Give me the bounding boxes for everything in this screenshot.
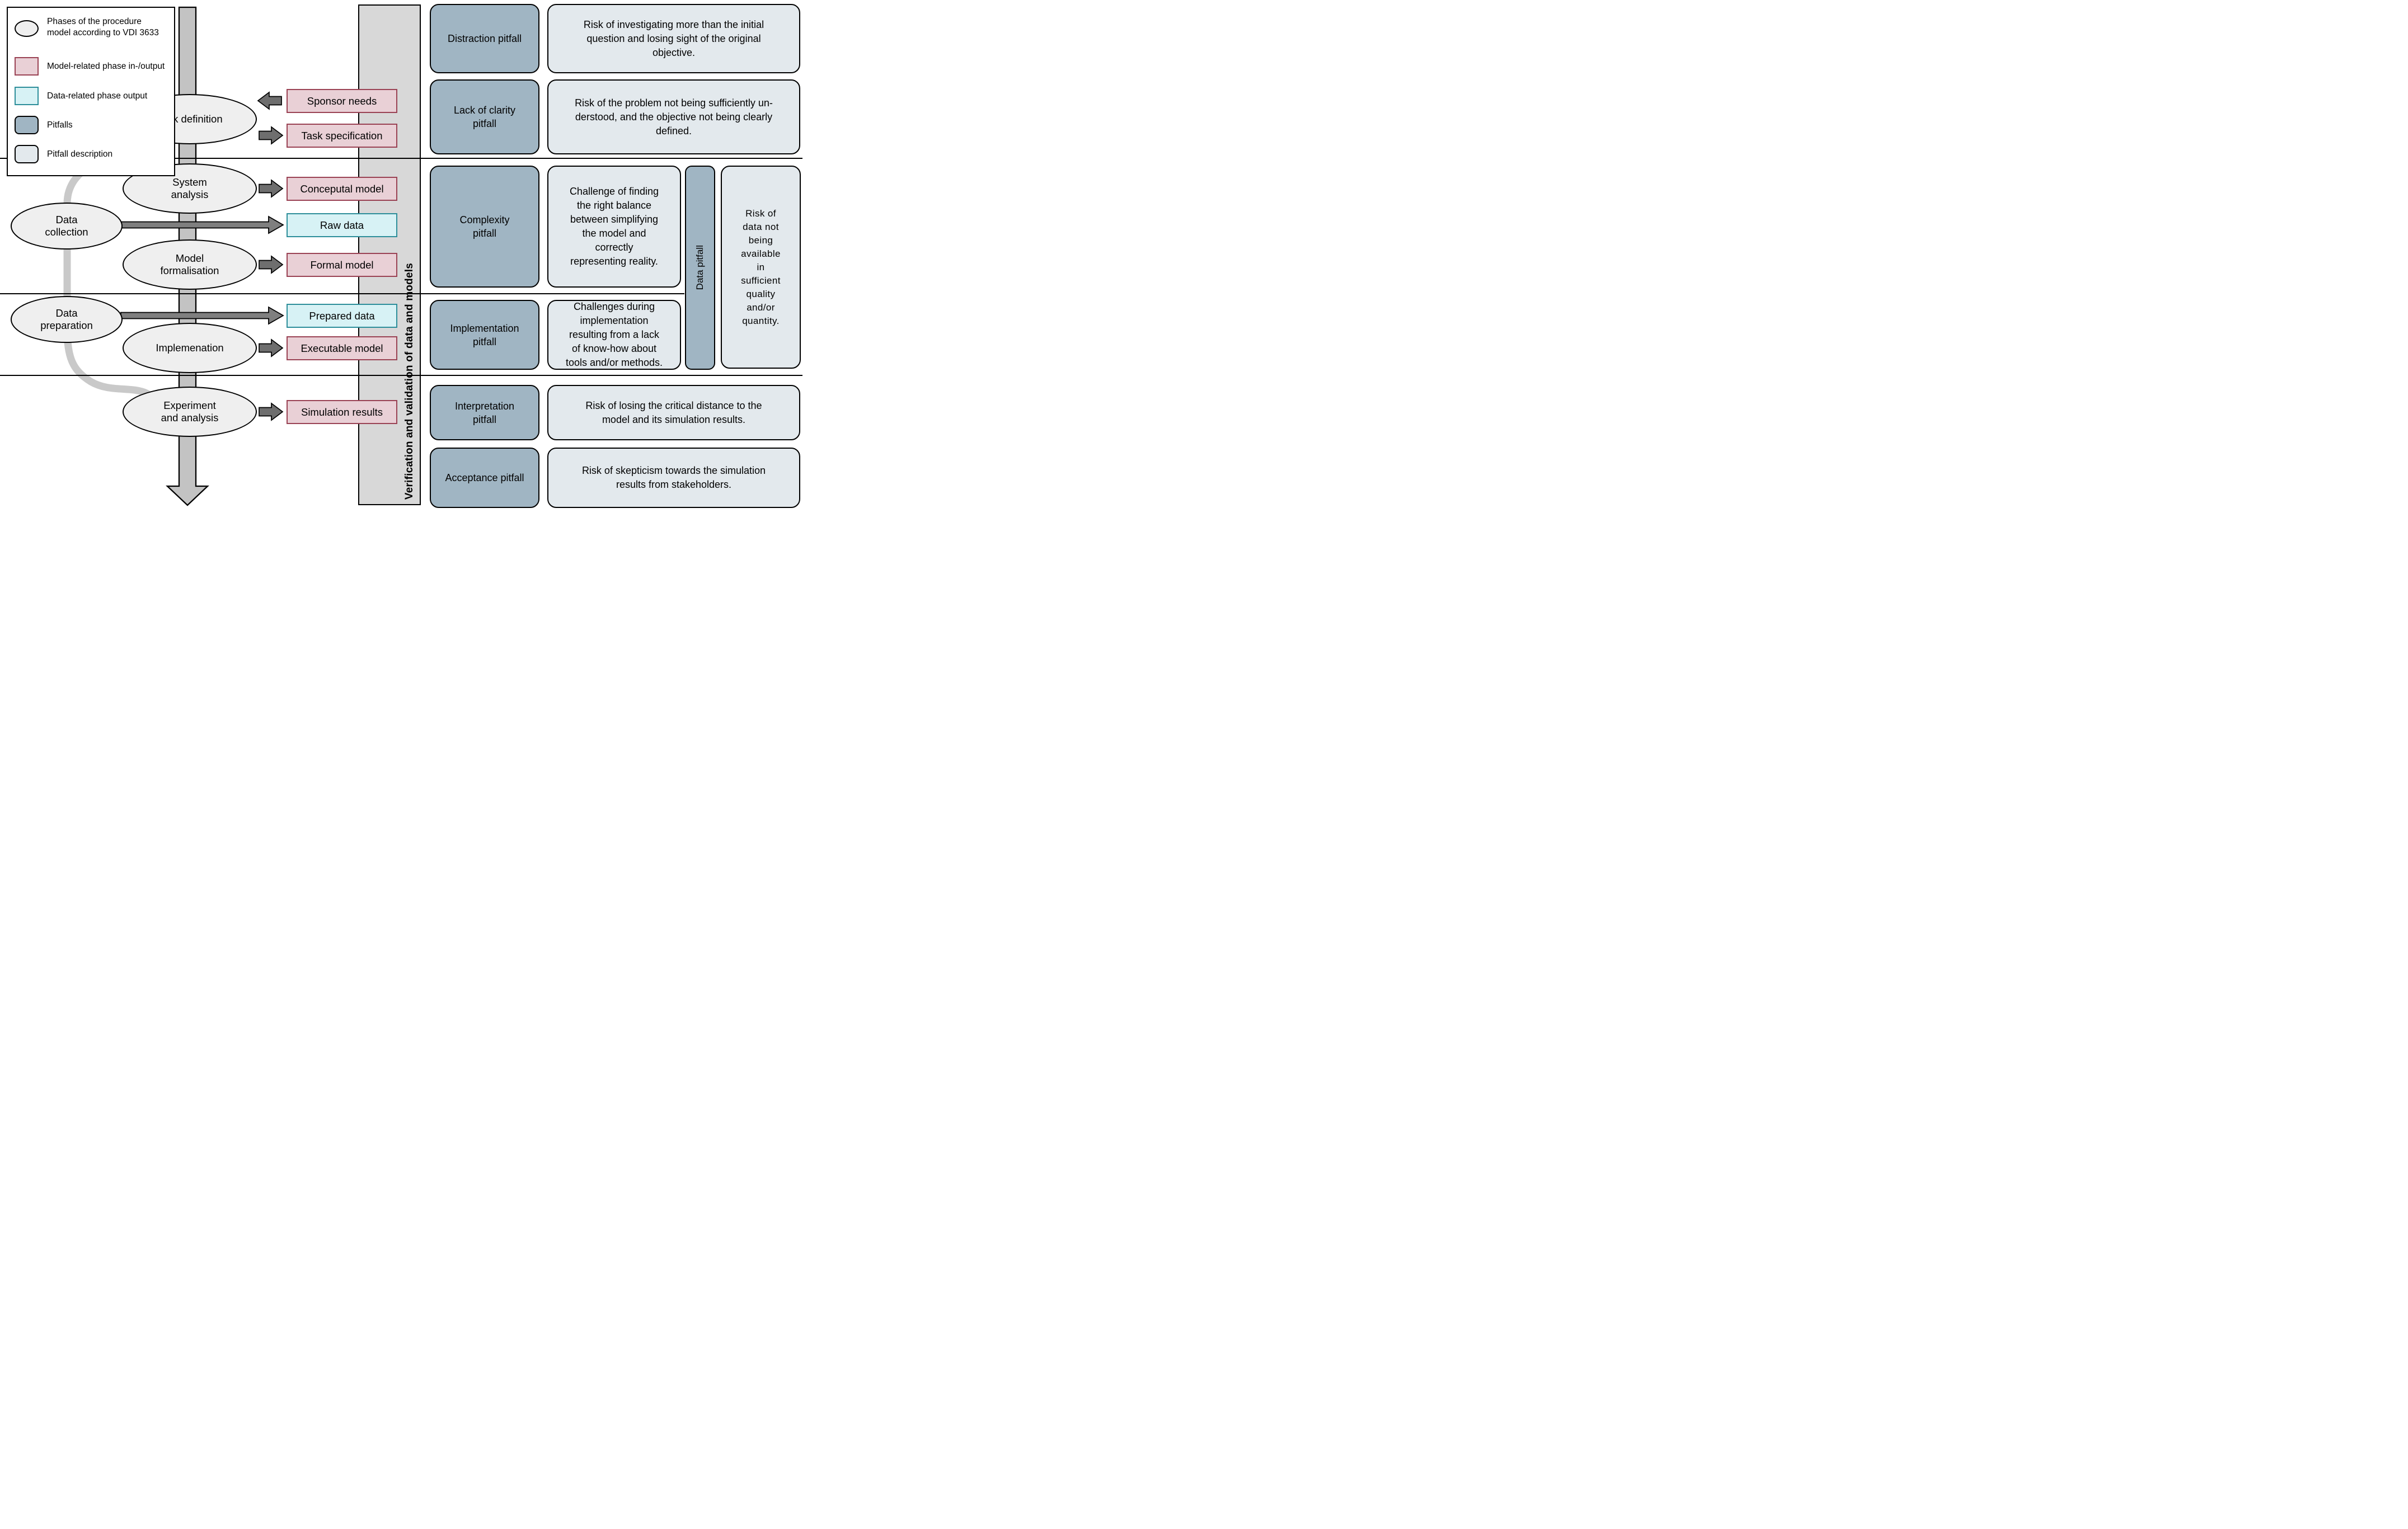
arrow-right-conceputal-model-icon [259, 179, 284, 198]
pitfall-acceptance-label: Acceptance pitfall [445, 472, 524, 483]
pitfall-lack-of-clarity-description: Risk of the problem not being sufficient… [575, 97, 773, 137]
pitfall-description-interpretation: Risk of losing the critical distance to … [547, 385, 800, 440]
pitfall-box-distraction: Distraction pitfall [430, 4, 539, 73]
legend-label-model-output: Model-related phase in-/output [47, 61, 165, 71]
pitfall-description-swatch-icon [15, 145, 39, 163]
pitfall-description-lack-of-clarity: Risk of the problem not being sufficient… [547, 79, 800, 154]
output-executable-model-label: Executable model [301, 342, 383, 354]
pitfall-data-description: Risk of data not being available in suff… [741, 208, 781, 326]
data-output-swatch-icon [15, 87, 39, 105]
legend-label-pitfall-description: Pitfall description [47, 149, 113, 159]
phase-data-collection-label: Data collection [45, 214, 88, 238]
phase-data-preparation-label: Data preparation [40, 307, 93, 331]
pitfall-implementation-description: Challenges during implementation resulti… [565, 301, 663, 368]
model-output-swatch-icon [15, 57, 39, 76]
pitfall-distraction-description: Risk of investigating more than the init… [583, 18, 764, 58]
output-box-prepared-data: Prepared data [287, 304, 397, 328]
pitfall-box-complexity: Complexity pitfall [430, 166, 539, 288]
pitfall-box-lack-of-clarity: Lack of clarity pitfall [430, 79, 539, 154]
long-arrow-right-raw-data-icon [120, 215, 284, 234]
pitfall-complexity-label: Complexity pitfall [459, 214, 510, 239]
pitfall-description-acceptance: Risk of skepticism towards the simulatio… [547, 448, 800, 508]
phase-data-preparation: Data preparation [11, 296, 123, 343]
output-task-specification-label: Task specification [301, 129, 383, 142]
pitfall-implementation-label: Implementation pitfall [450, 322, 519, 347]
pitfall-box-data: Data pitfall [685, 166, 715, 370]
legend-label-data-output: Data-related phase output [47, 91, 148, 101]
separator-line-1 [0, 158, 802, 159]
output-sponsor-needs-label: Sponsor needs [307, 95, 377, 107]
pitfall-complexity-description: Challenge of finding the right balance b… [569, 186, 659, 267]
phase-data-collection: Data collection [11, 203, 123, 250]
legend: Phases of the procedure model according … [7, 7, 175, 176]
pitfall-description-complexity: Challenge of finding the right balance b… [547, 166, 681, 288]
phase-experiment-and-analysis: Experiment and analysis [123, 387, 257, 437]
phase-implemenation: Implemenation [123, 323, 257, 373]
phase-implemenation-label: Implemenation [156, 342, 224, 354]
legend-label-pitfalls: Pitfalls [47, 120, 73, 130]
arrow-right-executable-model-icon [259, 338, 284, 357]
separator-line-2 [0, 293, 684, 294]
pitfall-box-interpretation: Interpretation pitfall [430, 385, 539, 440]
output-box-raw-data: Raw data [287, 213, 397, 237]
separator-line-3 [0, 375, 802, 376]
legend-label-phases: Phases of the procedure model according … [47, 17, 159, 37]
arrow-right-task-specification-icon [259, 126, 284, 145]
output-prepared-data-label: Prepared data [309, 309, 375, 322]
output-simulation-results-label: Simulation results [301, 406, 383, 418]
pitfall-lack-of-clarity-label: Lack of clarity pitfall [453, 105, 516, 129]
output-box-task-specification: Task specification [287, 124, 397, 148]
pitfall-data-label: Data pitfall [694, 245, 705, 290]
phase-ellipse-icon [15, 20, 39, 37]
arrow-left-sponsor-needs-icon [257, 91, 282, 110]
output-box-executable-model: Executable model [287, 336, 397, 360]
diagram-canvas: Verification and validation of data and … [0, 0, 802, 510]
phase-system-analysis-label: System analysis [171, 176, 209, 200]
output-formal-model-label: Formal model [310, 258, 374, 271]
output-box-simulation-results: Simulation results [287, 400, 397, 424]
pitfall-box-acceptance: Acceptance pitfall [430, 448, 539, 508]
phase-model-formalisation: Model formalisation [123, 239, 257, 290]
output-conceputal-model-label: Conceputal model [300, 182, 384, 195]
phase-model-formalisation-label: Model formalisation [160, 252, 219, 276]
output-box-formal-model: Formal model [287, 253, 397, 277]
arrow-right-simulation-results-icon [259, 402, 284, 421]
arrow-right-formal-model-icon [259, 255, 284, 274]
pitfall-description-data: Risk of data not being available in suff… [721, 166, 801, 369]
output-box-conceputal-model: Conceputal model [287, 177, 397, 201]
pitfall-description-implementation: Challenges during implementation resulti… [547, 300, 681, 370]
pitfall-swatch-icon [15, 116, 39, 134]
output-raw-data-label: Raw data [320, 219, 364, 231]
pitfall-description-distraction: Risk of investigating more than the init… [547, 4, 800, 73]
pitfall-interpretation-description: Risk of losing the critical distance to … [585, 399, 762, 425]
pitfall-distraction-label: Distraction pitfall [447, 33, 522, 44]
phase-experiment-and-analysis-label: Experiment and analysis [161, 399, 219, 424]
pitfall-acceptance-description: Risk of skepticism towards the simulatio… [581, 465, 766, 490]
pitfall-interpretation-label: Interpretation pitfall [454, 400, 515, 425]
output-box-sponsor-needs: Sponsor needs [287, 89, 397, 113]
long-arrow-right-prepared-data-icon [120, 306, 284, 325]
pitfall-box-implementation: Implementation pitfall [430, 300, 539, 370]
